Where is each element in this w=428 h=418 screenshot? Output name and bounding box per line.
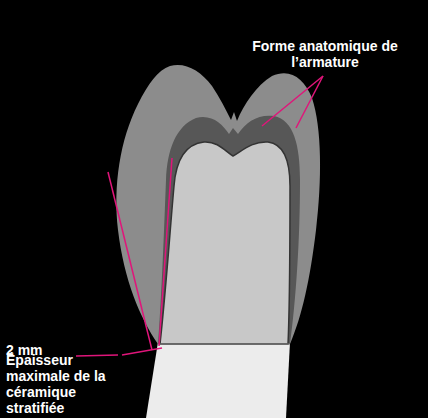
tooth-root [146,342,290,418]
dimension-label: Épaisseur maximale de la céramique strat… [6,352,114,416]
dimension-line [108,172,152,350]
dimension-line [159,158,172,346]
leader-line [76,355,118,356]
tooth-stump [160,142,290,344]
leader-line [262,76,323,126]
layered-ceramic [116,65,320,344]
margin-line [158,344,290,345]
dimension-line [122,348,162,355]
leader-line [296,76,323,128]
framework-label: Forme anatomique de l’armature [250,38,400,70]
framework [158,116,300,344]
